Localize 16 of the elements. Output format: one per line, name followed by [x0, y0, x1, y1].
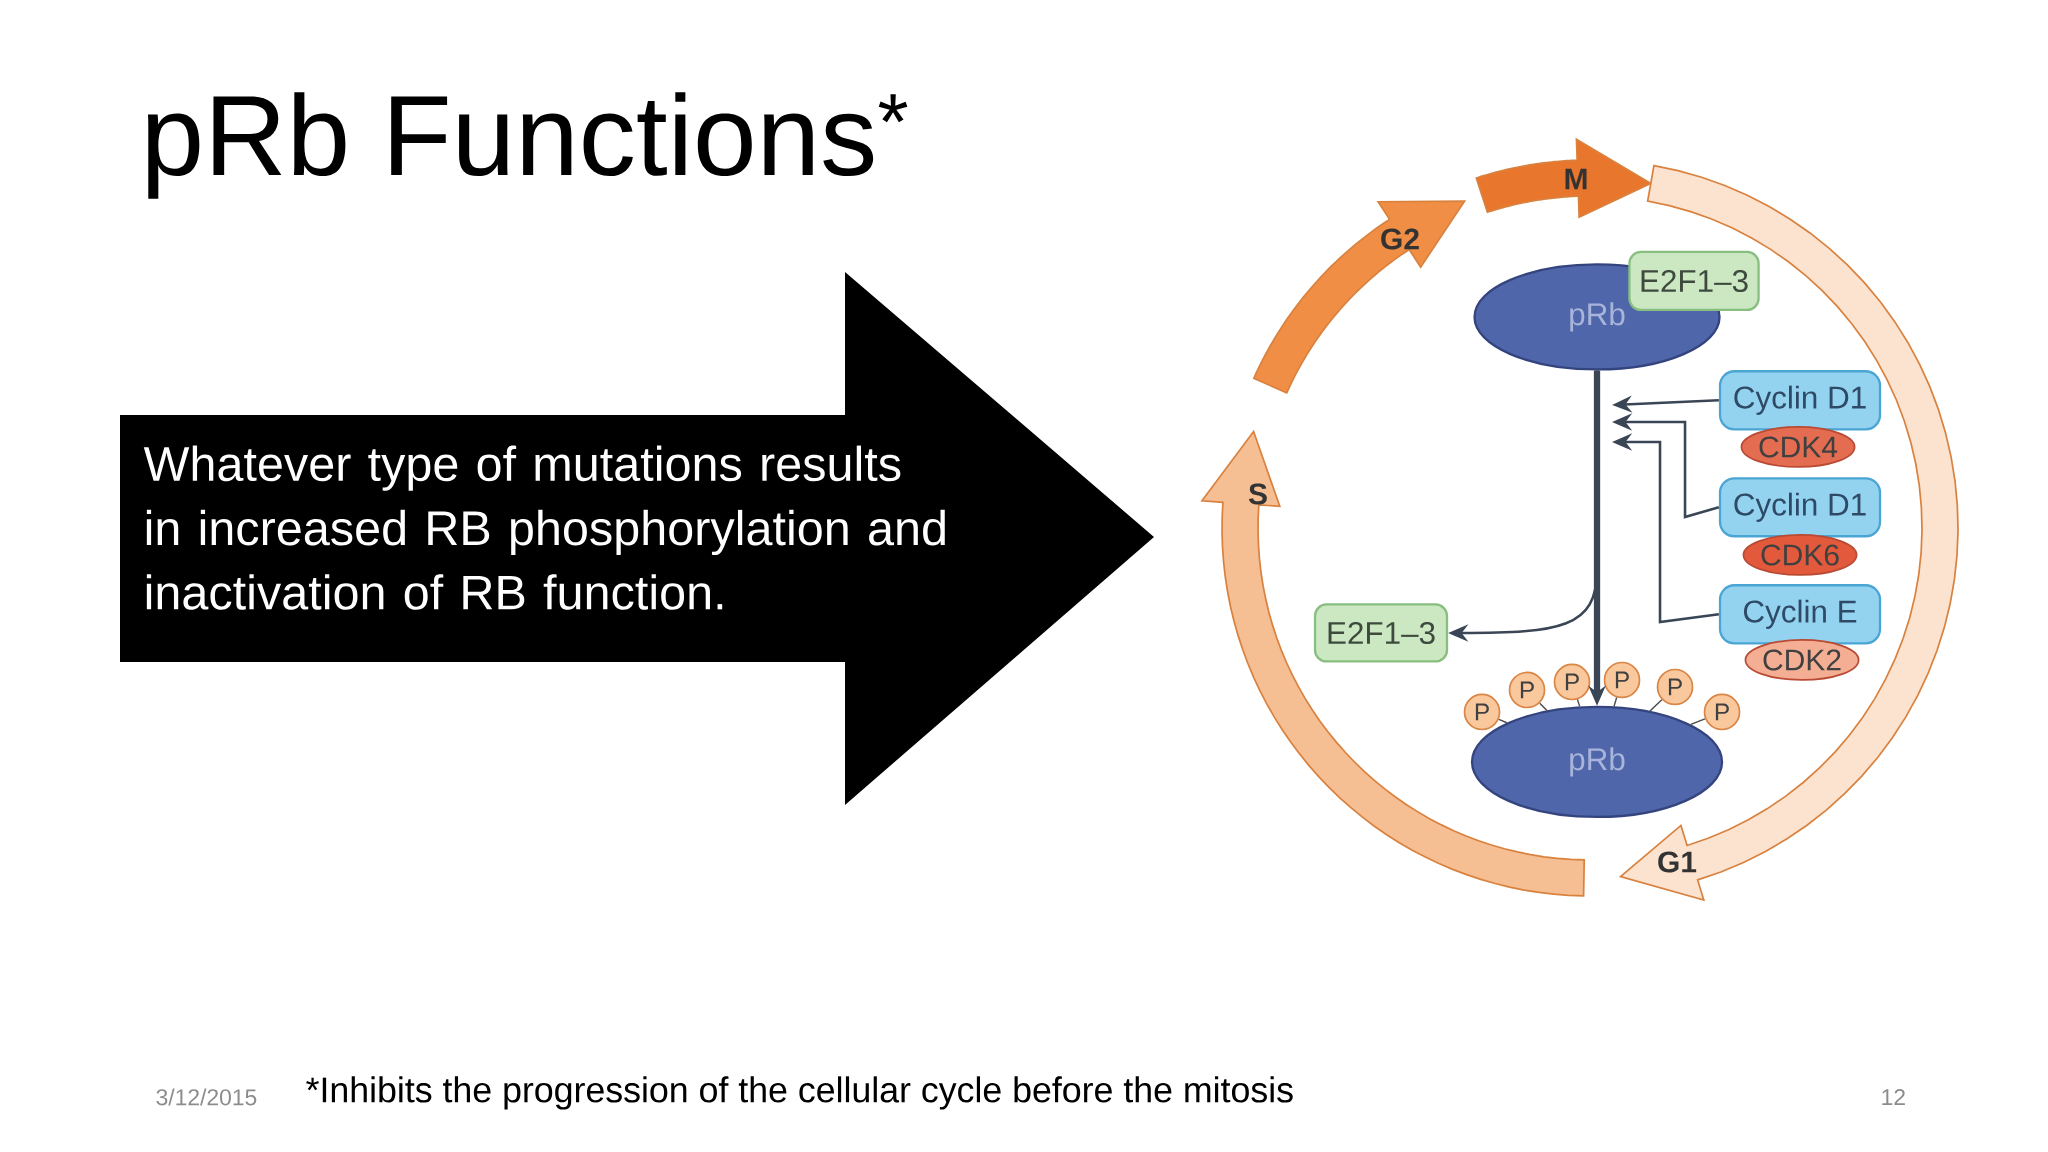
stem-line	[1539, 702, 1548, 712]
title: pRb Functions$^{*}$	[147, 92, 908, 199]
stem-line	[1649, 699, 1663, 712]
cycle-phase-segment: M	[1475, 137, 1653, 219]
page-number: 12	[1882, 1089, 1905, 1105]
stem-line	[1498, 718, 1508, 724]
cyclin-box: Cyclin D1	[1718, 477, 1882, 538]
stem-line	[1576, 698, 1581, 708]
cyclin-box: Cyclin E	[1718, 584, 1882, 645]
protein-box: E2F1–3	[1628, 250, 1760, 312]
stem-line	[1613, 696, 1618, 708]
cyclin-box: Cyclin D1	[1718, 370, 1882, 431]
date-text: 3/12/2015	[156, 1088, 257, 1106]
protein-box: E2F1–3	[1313, 603, 1449, 663]
footnote: *Inhibits the progression of the cellular cycle before the mitosis	[306, 1076, 1293, 1110]
stem-line	[1690, 718, 1706, 726]
